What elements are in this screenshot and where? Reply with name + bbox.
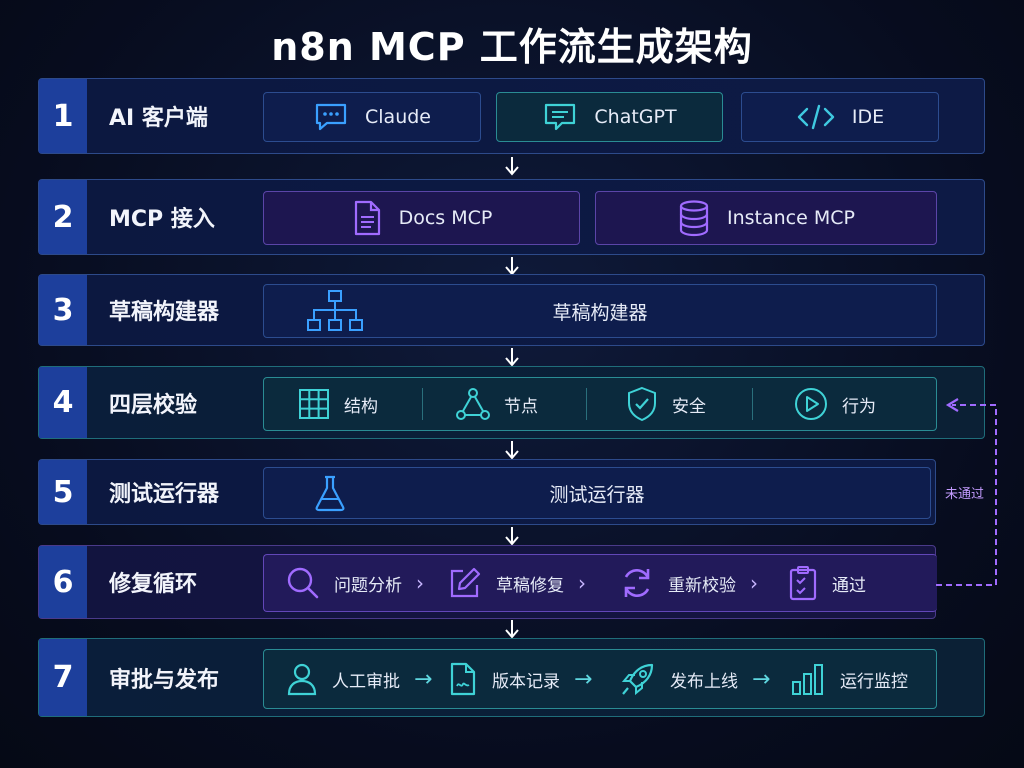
arrow-right-icon: →: [414, 666, 433, 692]
row-approve-publish: 7 审批与发布 人工审批 → 版本记录 → 发布上线 →: [38, 638, 985, 717]
client-label: IDE: [851, 106, 885, 128]
client-ide: IDE: [741, 92, 939, 142]
chevron-right-icon: ›: [578, 571, 586, 595]
docs-mcp: Docs MCP: [263, 191, 580, 245]
divider: [586, 388, 587, 420]
step-label: 修复循环: [109, 572, 198, 597]
refresh-icon: [620, 566, 654, 600]
step-label: 测试运行器: [109, 482, 220, 507]
loop-fail-label: 未通过: [945, 487, 985, 502]
shield-check-icon: [626, 386, 658, 422]
repair-label: 重新校验: [668, 575, 736, 596]
arrow-down-icon: [505, 620, 519, 639]
mcp-label: Instance MCP: [727, 207, 855, 229]
test-runner-box: 测试运行器: [263, 467, 931, 519]
play-circle-icon: [794, 387, 828, 421]
arrow-down-icon: [505, 441, 519, 460]
code-icon: [796, 103, 836, 131]
diagram-title: n8n MCP 工作流生成架构: [271, 25, 753, 69]
arrow-right-icon: →: [574, 666, 593, 692]
arrow-down-icon: [505, 348, 519, 367]
divider: [422, 388, 423, 420]
divider: [752, 388, 753, 420]
step-label: MCP 接入: [109, 207, 215, 232]
rocket-icon: [620, 661, 656, 697]
chevron-right-icon: ›: [750, 571, 758, 595]
chat-bubble-icon: [313, 102, 349, 132]
validation-box: 结构 节点 安全 行为: [263, 377, 937, 431]
document-icon: [351, 199, 383, 237]
chevron-right-icon: ›: [416, 571, 424, 595]
step-number: 3: [39, 275, 87, 345]
row-four-layer-validation: 4 四层校验 结构 节点 安全 行为: [38, 366, 985, 439]
validation-label: 安全: [672, 396, 706, 417]
step-number: 7: [39, 639, 87, 716]
client-label: Claude: [365, 106, 431, 128]
instance-mcp: Instance MCP: [595, 191, 937, 245]
arrow-right-icon: →: [752, 666, 771, 692]
validation-label: 节点: [504, 396, 538, 417]
client-label: ChatGPT: [594, 106, 677, 128]
message-icon: [542, 102, 578, 132]
search-icon: [286, 566, 320, 600]
step-label: 审批与发布: [109, 667, 220, 693]
hierarchy-icon: [306, 289, 364, 333]
validation-node: 节点: [456, 378, 538, 430]
publish-label: 发布上线: [670, 671, 738, 692]
network-nodes-icon: [456, 387, 490, 421]
retry-loop-connector: [936, 398, 997, 586]
runner-label: 测试运行器: [549, 483, 645, 506]
grid-icon: [298, 388, 330, 420]
repair-revalidate: 重新校验 ›: [620, 555, 758, 611]
validation-security: 安全: [626, 378, 706, 430]
arrow-down-icon: [505, 157, 519, 176]
step-number: 4: [39, 367, 87, 438]
bar-chart-icon: [790, 662, 826, 696]
document-sign-icon: [448, 661, 478, 697]
flask-icon: [314, 474, 346, 512]
step-number: 1: [39, 79, 87, 153]
user-icon: [286, 662, 318, 696]
client-claude: Claude: [263, 92, 481, 142]
publish-version: 版本记录 →: [448, 650, 592, 708]
mcp-label: Docs MCP: [398, 207, 493, 229]
draft-builder-box: 草稿构建器: [263, 284, 937, 338]
publish-approve: 人工审批 →: [286, 650, 432, 708]
database-icon: [677, 199, 711, 237]
publish-label: 版本记录: [492, 671, 560, 692]
step-number: 5: [39, 460, 87, 524]
repair-fix: 草稿修复 ›: [448, 555, 586, 611]
clipboard-check-icon: [788, 565, 818, 601]
repair-analyze: 问题分析 ›: [286, 555, 424, 611]
row-draft-builder: 3 草稿构建器 草稿构建器: [38, 274, 985, 346]
repair-label: 通过: [832, 575, 866, 596]
step-label: 草稿构建器: [109, 300, 220, 325]
client-chatgpt: ChatGPT: [496, 92, 723, 142]
publish-box: 人工审批 → 版本记录 → 发布上线 → 运行监控: [263, 649, 937, 709]
repair-pass: 通过: [788, 555, 866, 611]
publish-monitor: 运行监控: [790, 650, 908, 708]
row-mcp-access: 2 MCP 接入 Docs MCP Instance MCP: [38, 179, 985, 255]
validation-label: 行为: [842, 396, 876, 417]
publish-release: 发布上线 →: [620, 650, 770, 708]
validation-label: 结构: [344, 396, 378, 417]
publish-label: 运行监控: [840, 671, 908, 692]
step-number: 2: [39, 180, 87, 254]
row-repair-loop: 6 修复循环 问题分析 › 草稿修复 › 重新校验 ›: [38, 545, 937, 619]
step-label: 四层校验: [109, 392, 198, 418]
step-label: AI 客户端: [109, 106, 208, 131]
arrow-down-icon: [505, 527, 519, 546]
row-test-runner: 5 测试运行器 测试运行器: [38, 459, 936, 525]
repair-label: 草稿修复: [496, 575, 564, 596]
builder-label: 草稿构建器: [552, 301, 648, 324]
edit-icon: [448, 566, 482, 600]
validation-behavior: 行为: [794, 378, 876, 430]
repair-label: 问题分析: [334, 575, 402, 596]
repair-loop-box: 问题分析 › 草稿修复 › 重新校验 › 通过: [263, 554, 937, 612]
publish-label: 人工审批: [332, 671, 400, 692]
step-number: 6: [39, 546, 87, 618]
row-ai-clients: 1 AI 客户端 Claude ChatGPT IDE: [38, 78, 985, 154]
validation-structure: 结构: [298, 378, 378, 430]
